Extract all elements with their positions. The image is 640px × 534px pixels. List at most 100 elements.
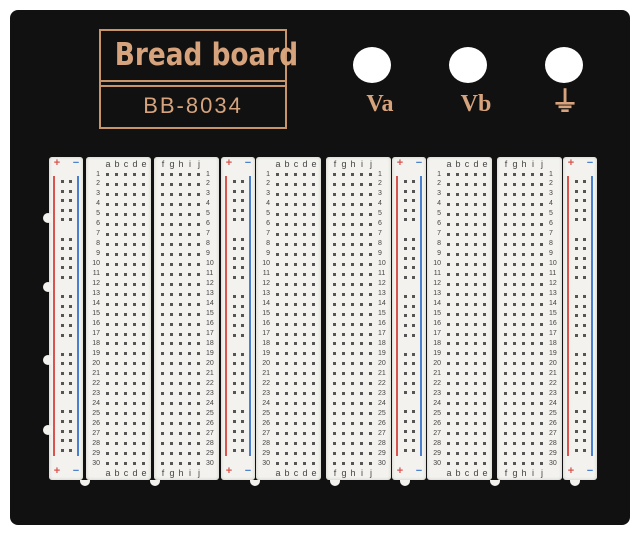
tie-point[interactable]	[456, 342, 459, 346]
tie-point[interactable]	[333, 372, 336, 376]
rail-hole[interactable]	[69, 237, 72, 241]
tie-point[interactable]	[456, 312, 459, 316]
rail-hole[interactable]	[583, 324, 586, 327]
tie-point[interactable]	[447, 382, 450, 386]
tie-point[interactable]	[188, 332, 191, 336]
rail-hole[interactable]	[241, 362, 244, 366]
tie-point[interactable]	[161, 242, 164, 246]
tie-point[interactable]	[474, 272, 477, 276]
tie-point[interactable]	[531, 452, 534, 456]
tie-point[interactable]	[115, 332, 118, 336]
tie-point[interactable]	[197, 282, 200, 286]
rail-hole[interactable]	[404, 237, 407, 241]
rail-hole[interactable]	[404, 362, 407, 366]
rail-hole[interactable]	[69, 448, 72, 452]
tie-point[interactable]	[369, 262, 372, 266]
tie-point[interactable]	[474, 432, 477, 436]
tie-point[interactable]	[179, 322, 182, 326]
tie-point[interactable]	[456, 212, 459, 216]
tie-point[interactable]	[360, 312, 363, 316]
tie-point[interactable]	[303, 422, 306, 426]
rail-hole[interactable]	[583, 218, 586, 222]
tie-point[interactable]	[188, 232, 191, 236]
tie-point[interactable]	[360, 222, 363, 226]
tie-point[interactable]	[179, 462, 182, 466]
rail-hole[interactable]	[69, 372, 72, 375]
tie-point[interactable]	[106, 432, 109, 436]
tie-point[interactable]	[447, 252, 450, 256]
tie-point[interactable]	[294, 192, 297, 196]
tie-point[interactable]	[124, 372, 127, 376]
tie-point[interactable]	[447, 302, 450, 306]
rail-hole[interactable]	[233, 314, 236, 318]
tie-point[interactable]	[179, 173, 182, 176]
rail-hole[interactable]	[575, 314, 578, 318]
tie-point[interactable]	[369, 222, 372, 226]
tie-point[interactable]	[333, 222, 336, 226]
tie-point[interactable]	[351, 222, 354, 226]
tie-point[interactable]	[351, 412, 354, 416]
tie-point[interactable]	[133, 362, 136, 366]
tie-point[interactable]	[161, 342, 164, 346]
tie-point[interactable]	[522, 452, 525, 456]
terminal-post-ground[interactable]	[545, 47, 583, 83]
tie-point[interactable]	[142, 422, 145, 426]
rail-hole[interactable]	[575, 448, 578, 452]
tie-point[interactable]	[133, 173, 136, 176]
tie-point[interactable]	[188, 242, 191, 246]
tie-point[interactable]	[465, 342, 468, 346]
tie-point[interactable]	[351, 432, 354, 436]
tie-point[interactable]	[188, 173, 191, 176]
tie-point[interactable]	[333, 173, 336, 176]
tie-point[interactable]	[456, 302, 459, 306]
tie-point[interactable]	[170, 312, 173, 316]
tie-point[interactable]	[483, 272, 486, 276]
rail-hole[interactable]	[233, 439, 236, 443]
tie-point[interactable]	[170, 173, 173, 176]
tie-point[interactable]	[124, 362, 127, 366]
tie-point[interactable]	[133, 182, 136, 186]
tie-point[interactable]	[333, 332, 336, 336]
rail-hole[interactable]	[61, 304, 64, 308]
tie-point[interactable]	[133, 192, 136, 196]
tie-point[interactable]	[312, 192, 315, 196]
tie-point[interactable]	[369, 352, 372, 356]
tie-point[interactable]	[333, 302, 336, 306]
tie-point[interactable]	[142, 372, 145, 376]
rail-hole[interactable]	[575, 391, 578, 395]
rail-hole[interactable]	[583, 314, 586, 318]
tie-point[interactable]	[142, 432, 145, 436]
tie-point[interactable]	[474, 442, 477, 446]
rail-hole[interactable]	[61, 352, 64, 356]
tie-point[interactable]	[333, 282, 336, 286]
tie-point[interactable]	[133, 272, 136, 276]
tie-point[interactable]	[115, 462, 118, 466]
tie-point[interactable]	[124, 312, 127, 316]
tie-point[interactable]	[342, 362, 345, 366]
tie-point[interactable]	[106, 332, 109, 336]
tie-point[interactable]	[483, 442, 486, 446]
tie-point[interactable]	[456, 173, 459, 176]
tie-point[interactable]	[513, 272, 516, 276]
tie-point[interactable]	[197, 212, 200, 216]
tie-point[interactable]	[303, 252, 306, 256]
tie-point[interactable]	[483, 462, 486, 466]
tie-point[interactable]	[351, 272, 354, 276]
rail-hole[interactable]	[69, 295, 72, 299]
tie-point[interactable]	[142, 212, 145, 216]
tie-point[interactable]	[351, 322, 354, 326]
tie-point[interactable]	[369, 292, 372, 296]
tie-point[interactable]	[170, 322, 173, 326]
tie-point[interactable]	[133, 462, 136, 466]
rail-hole[interactable]	[233, 218, 236, 222]
tie-point[interactable]	[504, 232, 507, 236]
tie-point[interactable]	[303, 372, 306, 376]
tie-point[interactable]	[360, 192, 363, 196]
rail-hole[interactable]	[583, 372, 586, 375]
tie-point[interactable]	[504, 272, 507, 276]
tie-point[interactable]	[447, 312, 450, 316]
tie-point[interactable]	[124, 242, 127, 246]
tie-point[interactable]	[142, 412, 145, 416]
tie-point[interactable]	[276, 202, 279, 206]
tie-point[interactable]	[540, 392, 543, 396]
